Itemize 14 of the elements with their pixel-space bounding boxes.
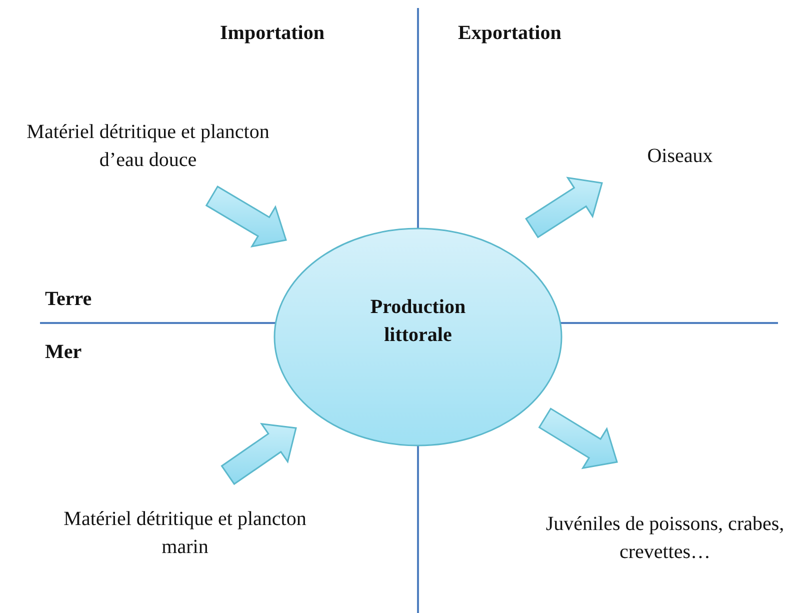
ellipse-node	[273, 227, 563, 447]
node-text: Matériel détritique et plancton d’eau douce	[26, 120, 270, 173]
block-arrow	[538, 408, 618, 470]
block-arrow	[525, 176, 603, 238]
block-arrow	[220, 422, 297, 486]
node-text: Juvéniles de poissons, crabes, crevettes…	[544, 512, 786, 565]
axis-label: Exportation	[458, 22, 562, 45]
axis-label: Terre	[45, 288, 92, 311]
node-text: Oiseaux	[646, 144, 714, 169]
block-arrow	[205, 186, 287, 248]
node-text: Matériel détritique et plancton marin	[62, 507, 308, 560]
axis-label: Mer	[45, 341, 82, 364]
node-label: Production littorale	[369, 295, 467, 348]
axis-label: Importation	[220, 22, 324, 45]
